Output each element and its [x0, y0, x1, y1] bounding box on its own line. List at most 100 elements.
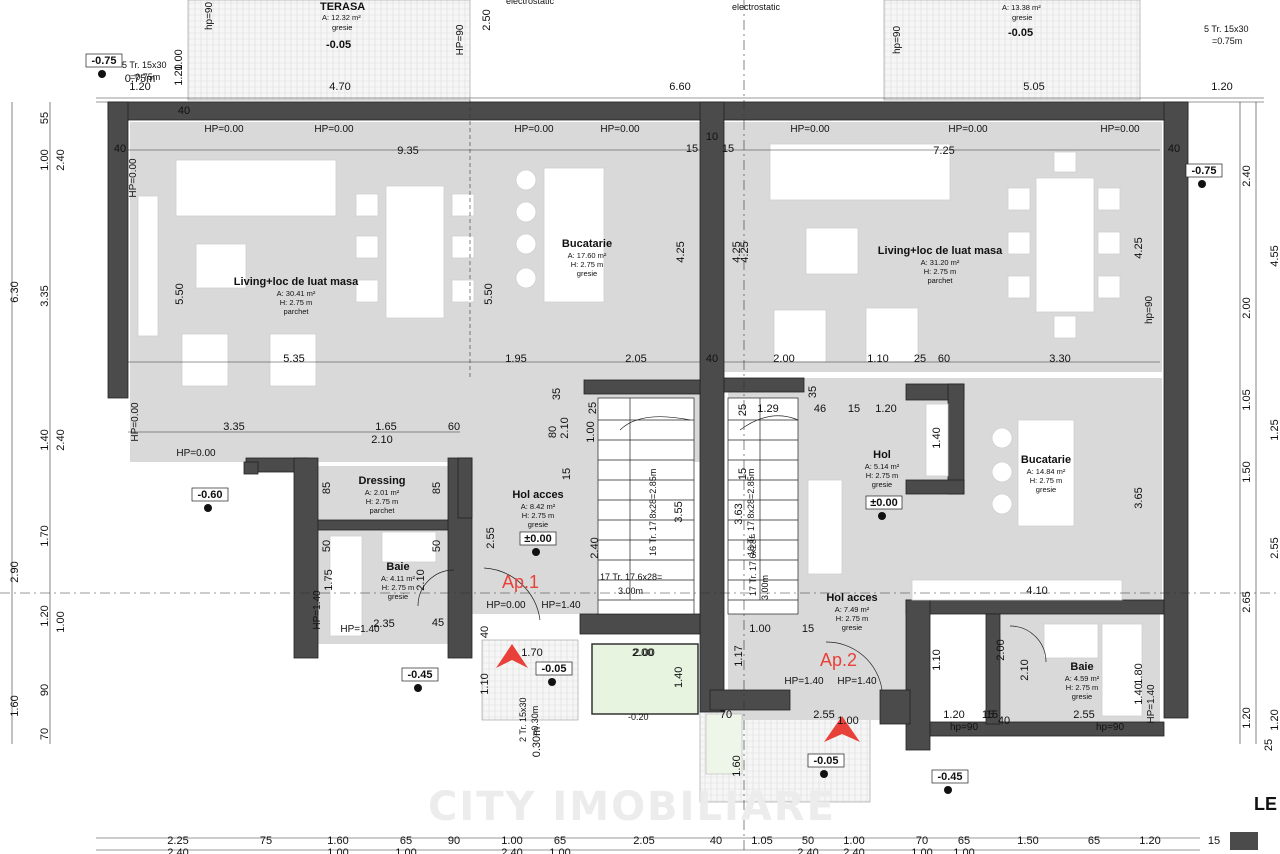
dim-left: 3.35 — [39, 285, 51, 306]
room-area: A: 4.59 m² — [1065, 674, 1100, 683]
hp-label: HP=0.00 — [314, 124, 354, 135]
dim-vertical: 2.40 — [589, 537, 601, 558]
dim-left: 1.40 — [39, 429, 51, 450]
hp-label: HP=0.00 — [128, 158, 139, 198]
room-area: A: 2.01 m² — [365, 488, 400, 497]
room-finish: gresie — [577, 269, 597, 278]
room-finish: parchet — [369, 506, 395, 515]
dim-vertical: 5.50 — [483, 283, 495, 304]
room-area: A: 30.41 m² — [277, 289, 316, 298]
stair-left-spec-3: 3.00m — [618, 586, 643, 596]
ap2-label: Ap.2 — [820, 650, 857, 670]
pool-width: 2.00 — [632, 647, 653, 659]
dim-vertical: 2.10 — [415, 569, 427, 590]
level-marker: -0.45 — [407, 669, 432, 681]
ap2-entry-arrow — [824, 716, 860, 742]
dim-left: 90 — [39, 684, 51, 696]
dim-misc: 40 — [998, 715, 1010, 727]
dim-vertical: 4.25 — [739, 241, 751, 262]
dim-vertical: 25 — [587, 402, 599, 414]
dim-right: 1.20 — [1241, 707, 1253, 728]
dim-inner: 40 — [178, 105, 190, 117]
dim-misc: 0.30m — [531, 727, 543, 758]
terrace-left-finish: gresie — [332, 23, 352, 32]
stairs-top-left: 5 Tr. 15x30 — [122, 60, 167, 70]
room-name: Living+loc de luat masa — [234, 276, 359, 288]
hp-label: HP=1.40 — [340, 624, 380, 635]
hp-label: HP=1.40 — [784, 676, 824, 687]
entrance-steps-left — [481, 639, 579, 721]
terrace-right-level: -0.05 — [1008, 27, 1033, 39]
hp-label: HP=0.00 — [600, 124, 640, 135]
legend-wall-swatch — [1230, 832, 1258, 850]
dim-left: 2.40 — [55, 149, 67, 170]
walls — [107, 101, 1189, 751]
dim-inner: 15 — [848, 403, 860, 415]
dim-vertical: 35 — [551, 388, 563, 400]
room-height: H: 2.75 m — [366, 497, 399, 506]
room-finish: gresie — [528, 520, 548, 529]
dim-vertical: 1.60 — [731, 755, 743, 776]
dim-vertical: 1.00 — [585, 421, 597, 442]
dim-bottom: 15 — [1208, 835, 1220, 847]
dim-inner: 4.10 — [1026, 585, 1047, 597]
level-symbol-icon — [532, 548, 540, 556]
plants — [705, 713, 743, 775]
pool — [591, 643, 699, 715]
level-box — [931, 769, 969, 784]
hp-label: hp=90 — [204, 2, 215, 31]
terrace-left-name: TERASA — [320, 1, 365, 13]
dim-left: 2.90 — [9, 561, 21, 582]
dim-inner: 2.35 — [373, 618, 394, 630]
stair-right-spec: 16 Tr. 17.8x28=2.85m — [746, 469, 756, 556]
hp-label: HP=0.00 — [204, 124, 244, 135]
stair-left — [597, 397, 695, 615]
dim-inner: 1.00 — [749, 623, 770, 635]
dim-inner: 25 — [914, 353, 926, 365]
dim-misc: 2.00 — [995, 639, 1007, 660]
dim-bottom-2: 1.00 — [911, 847, 932, 854]
hp-label: HP=0.00 — [130, 402, 141, 442]
dim-top: 2.50 — [481, 9, 493, 30]
terrace-left-area: A: 12.32 m² — [322, 13, 361, 22]
dim-inner: 3.30 — [1049, 353, 1070, 365]
dim-inner: 1.20 — [875, 403, 896, 415]
level-marker: -0.05 — [541, 663, 566, 675]
level-box — [807, 753, 845, 768]
terrace-right-area: A: 13.38 m² — [1002, 3, 1041, 12]
dim-bottom: 40 — [710, 835, 722, 847]
level-marker: -0.05 — [813, 755, 838, 767]
room-finish: gresie — [388, 592, 408, 601]
stairs-top-right-h: =0.75m — [1212, 36, 1242, 46]
dim-bottom: 1.05 — [751, 835, 772, 847]
dim-vertical: 1.10 — [931, 649, 943, 670]
dim-misc: 0.75m — [125, 73, 156, 85]
dim-inner: 7.25 — [933, 145, 954, 157]
dim-vertical: 1.80 — [1133, 663, 1145, 684]
dim-vertical: 2.10 — [1019, 659, 1031, 680]
dim-inner: 5.35 — [283, 353, 304, 365]
hp-label: HP=0.00 — [948, 124, 988, 135]
dim-vertical: 50 — [431, 540, 443, 552]
dim-inner: 10 — [706, 131, 718, 143]
dim-inner: 60 — [938, 353, 950, 365]
dim-bottom: 90 — [448, 835, 460, 847]
dim-bottom-2: 1.00 — [953, 847, 974, 854]
room-height: H: 2.75 m — [280, 298, 313, 307]
watermark: CITY IMOBILIARE — [428, 784, 836, 830]
dim-bottom: 2.25 — [167, 835, 188, 847]
level-marker: -0.75 — [91, 55, 116, 67]
terrace-right-finish: gresie — [1012, 13, 1032, 22]
room-name: Dressing — [358, 475, 405, 487]
dim-inner: 3.35 — [223, 421, 244, 433]
dim-left: 55 — [39, 112, 51, 124]
dim-inner: 2.05 — [625, 353, 646, 365]
dim-top: 5.05 — [1023, 81, 1044, 93]
stair-right — [727, 397, 799, 615]
dim-vertical: 35 — [807, 386, 819, 398]
dim-vertical: 4.25 — [731, 241, 743, 262]
stairs-top-right: 5 Tr. 15x30 — [1204, 24, 1249, 34]
level-box — [85, 53, 123, 68]
dim-inner: 40 — [1168, 143, 1180, 155]
room-area: A: 8.42 m² — [521, 502, 556, 511]
